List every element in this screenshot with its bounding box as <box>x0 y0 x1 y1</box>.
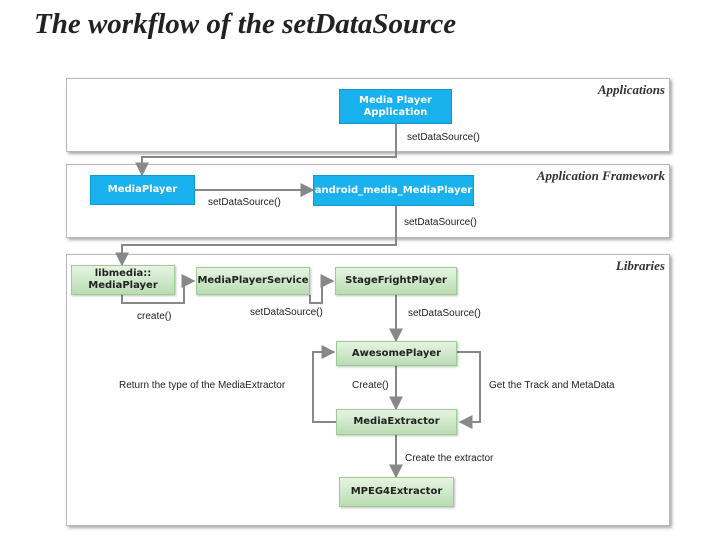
node-mediaplayerservice: MediaPlayerService <box>196 267 310 295</box>
edge-label-android-to-libmedia: setDataSource() <box>404 217 477 228</box>
arrow-libmedia-to-service <box>121 274 196 304</box>
edge-label-extractor-to-awesome: Return the type of the MediaExtractor <box>119 380 286 391</box>
applications-layer-label: Applications <box>597 82 665 97</box>
node-mediaextractor: MediaExtractor <box>336 409 457 435</box>
arrow-app-to-mediaplayer <box>135 124 397 177</box>
page-title-prefix: The workflow of the <box>34 8 283 40</box>
node-android-media-mediaplayer: android_media_MediaPlayer <box>313 175 474 206</box>
arrow-service-to-stagefright <box>309 274 335 304</box>
arrow-android-to-libmedia <box>115 206 397 267</box>
edge-label-stagefright-to-awesome: setDataSource() <box>408 308 481 319</box>
node-libmedia-mediaplayer: libmedia:: MediaPlayer <box>71 265 175 295</box>
edge-label-mediaplayer-to-android: setDataSource() <box>208 197 281 208</box>
node-awesomeplayer: AwesomePlayer <box>336 341 457 366</box>
arrow-awesome-get-track <box>457 351 481 429</box>
edge-label-awesome-get-track: Get the Track and MetaData <box>489 380 615 391</box>
edge-label-app-to-mediaplayer: setDataSource() <box>407 132 480 143</box>
arrow-extractor-to-awesome <box>312 345 336 423</box>
node-stagefrightplayer: StageFrightPlayer <box>335 267 457 295</box>
node-mediaplayer: MediaPlayer <box>90 175 195 205</box>
node-mpeg4extractor: MPEG4Extractor <box>339 477 454 507</box>
edge-label-service-to-stagefright: setDataSource() <box>250 307 323 318</box>
page-title-emphasis: setDataSource <box>282 8 457 40</box>
page-title: The workflow of the setDataSource <box>34 8 456 41</box>
libraries-layer-label: Libraries <box>615 258 665 273</box>
edge-label-awesome-to-extractor: Create() <box>352 380 389 391</box>
edge-label-extractor-to-mpeg4: Create the extractor <box>405 453 494 464</box>
edge-label-libmedia-to-service: create() <box>137 311 172 322</box>
application-framework-layer-label: Application Framework <box>536 168 665 183</box>
node-media-player-application: Media Player Application <box>339 89 452 124</box>
